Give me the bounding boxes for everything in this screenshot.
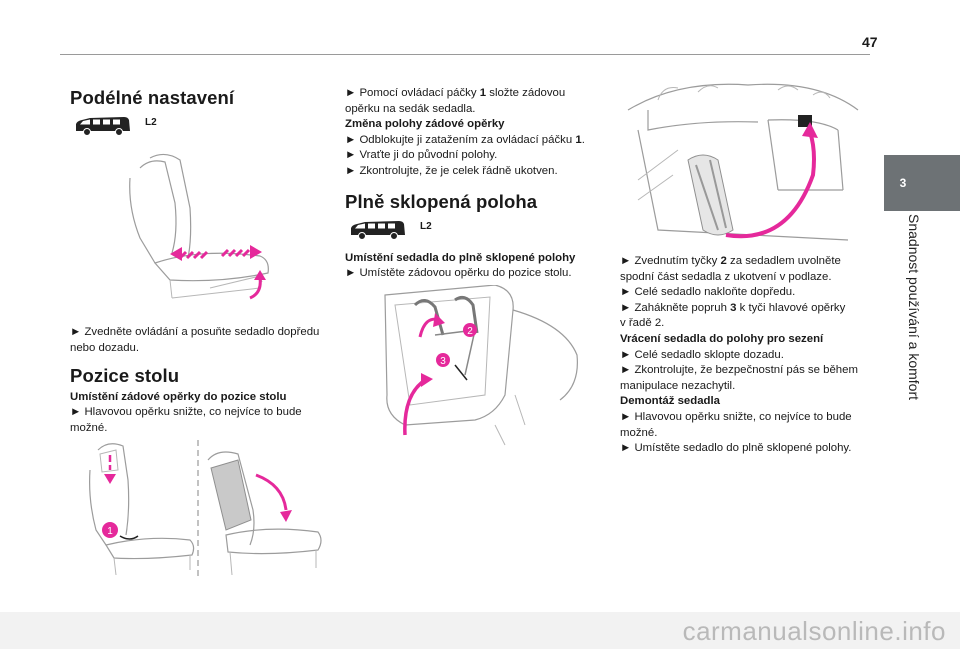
text-line: ► Odblokujte ji zatažením za ovládací pá… [345,133,585,146]
folded-seat-illustration: 2 3 [365,284,585,455]
heading-longitudinal-adjustment: Podélné nastavení [70,87,235,108]
header-divider [60,54,870,55]
van-l2-icon [72,116,134,136]
subheading-table-backrest: Umístění zádové opěrky do pozice stolu [70,391,287,403]
text-line: ► Hlavovou opěrku snižte, co nejvíce to … [620,410,852,439]
instruction-headrest-lower: ► Hlavovou opěrku snižte, co nejvíce to … [70,406,302,434]
chapter-tab[interactable] [884,155,960,211]
col3-text: ► Zvednutím tyčky 2 za sedadlem uvolněte… [620,254,875,457]
col2-text-fold-backrest: ► Pomocí ovládací páčky 1 složte zádovou… [345,86,605,180]
subheading-remove-seat: Demontáž sedadla [620,395,721,408]
text-line: opěrku na sedák sedadla. [345,102,476,115]
subheading-change-backrest: Změna polohy zádové opěrky [345,118,505,131]
footer-band [0,612,960,649]
text-line: v řadě 2. [620,317,665,330]
heading-table-position: Pozice stolu [70,365,180,386]
text-line: ► Celé sedadlo nakloňte dopředu. [620,286,796,299]
callout-1: 1 [107,526,113,537]
callout-2: 2 [467,326,473,337]
callout-3: 3 [440,356,446,367]
text-line: ► Umístěte sedadlo do plně sklopené polo… [620,442,852,455]
text-line: ► Vraťte ji do původní polohy. [345,149,498,162]
seat-tilt-forward-illustration [618,80,868,255]
text-line: ► Zkontrolujte, že bezpečnostní pás se b… [620,364,858,392]
watermark: carmanualsonline.info [682,616,946,646]
subheading-fully-folded: Umístění sedadla do plně sklopené polohy [345,252,576,264]
version-badge-l2: L2 [145,117,157,128]
text-line: ► Zahákněte popruh 3 k tyči hlavové opěr… [620,301,846,314]
seat-slide-illustration [110,148,280,323]
version-badge-l2: L2 [420,221,432,232]
table-position-illustration: 1 [78,440,328,585]
text-line: ► Celé sedadlo sklopte dozadu. [620,348,784,361]
text-line: ► Zvednutím tyčky 2 za sedadlem uvolněte [620,255,841,267]
text-line: ► Pomocí ovládací páčky 1 složte zádovou [345,87,566,99]
instruction-slide: ► Zvedněte ovládání a posuňte sedadlo do… [70,326,320,354]
text-line: spodní část sedadla z ukotvení v podlaze… [620,270,832,283]
van-l2-icon [347,220,409,240]
text-line: ► Zkontrolujte, že je celek řádně ukotve… [345,164,558,177]
subheading-return-seat: Vrácení sedadla do polohy pro sezení [620,332,824,345]
chapter-tab-number: 3 [899,176,907,190]
instruction-table-position: ► Umístěte zádovou opěrku do pozice stol… [345,267,572,279]
chapter-title-vertical: Snadnost používání a komfort [906,214,922,400]
heading-fully-folded: Plně sklopená poloha [345,191,538,212]
page-number: 47 [862,34,878,50]
